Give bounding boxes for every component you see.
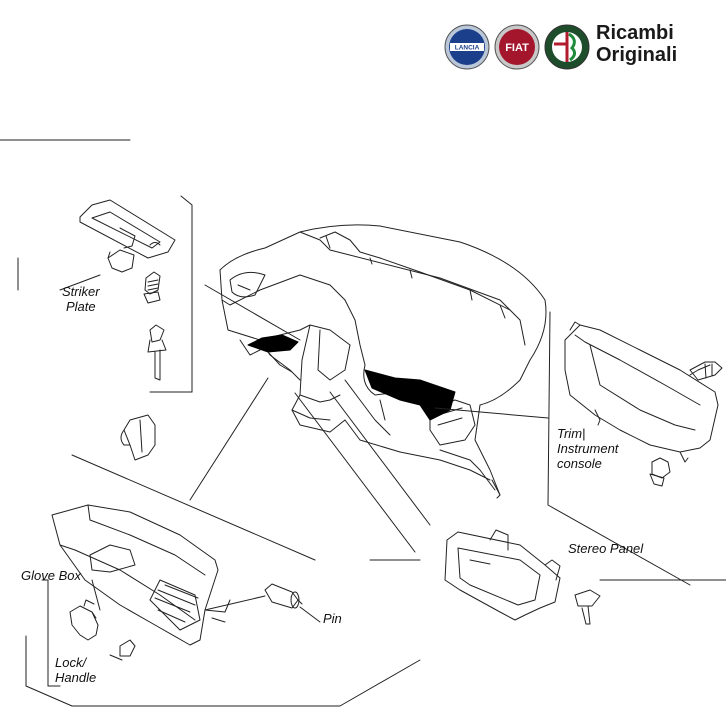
label-trim-instrument-console: Trim| Instrument console [557, 426, 618, 471]
dashboard-vent-right [429, 399, 476, 446]
center-console-opening [364, 369, 456, 421]
brand-line-2: Originali [596, 44, 678, 66]
label-striker-plate: Striker Plate [62, 284, 100, 314]
lancia-logo: LANCIA [444, 24, 490, 70]
leader-striker [204, 284, 301, 341]
leader-pin [299, 606, 321, 623]
frame-line-trim-box [547, 311, 691, 586]
pin [264, 583, 299, 609]
leader-stereo [329, 391, 431, 526]
label-stereo-panel: Stereo Panel [568, 541, 644, 556]
lock-handle [69, 605, 99, 641]
hinge-clip [123, 414, 156, 461]
frame-line-lower-left [71, 454, 316, 561]
label-striker-plate-line-2: Plate [66, 299, 96, 314]
brand-line-1: Ricambi [596, 22, 674, 44]
label-lock-handle: Lock/ Handle [55, 655, 96, 685]
frame-line-striker-right [180, 195, 193, 393]
glove-box [51, 504, 219, 646]
frame-line-bottom [25, 635, 421, 707]
instrument-console-trim [564, 324, 719, 453]
leader-glove-box [189, 377, 269, 501]
label-pin: Pin [323, 611, 342, 626]
stereo-screw [574, 589, 601, 607]
label-trim-line-1: Trim| [557, 426, 586, 441]
striker-screw [144, 271, 161, 295]
rivet-pin [149, 324, 165, 343]
label-trim-line-3: console [557, 456, 602, 471]
fiat-logo: FIAT [494, 24, 540, 70]
handle-screw [119, 639, 136, 657]
fiat-logo-text: FIAT [505, 42, 529, 54]
label-glove-box: Glove Box [21, 568, 81, 583]
trim-screw-bottom [651, 457, 671, 479]
glove-box-opening [247, 334, 299, 353]
brand-title: Ricambi Originali [596, 22, 677, 66]
alfa-romeo-logo [544, 24, 590, 70]
label-trim-line-2: Instrument [557, 441, 619, 456]
label-lock-handle-line-1: Lock/ [55, 655, 87, 670]
leader-trim [434, 407, 549, 419]
label-striker-plate-line-1: Striker [62, 284, 100, 299]
label-lock-handle-line-2: Handle [55, 670, 97, 685]
dashboard-vent-left [229, 271, 266, 298]
stereo-panel [444, 531, 561, 621]
trim-screw-right [689, 361, 723, 381]
dashboard-outline [219, 224, 547, 496]
lancia-logo-text: LANCIA [455, 45, 480, 52]
striker-plate [79, 199, 176, 259]
